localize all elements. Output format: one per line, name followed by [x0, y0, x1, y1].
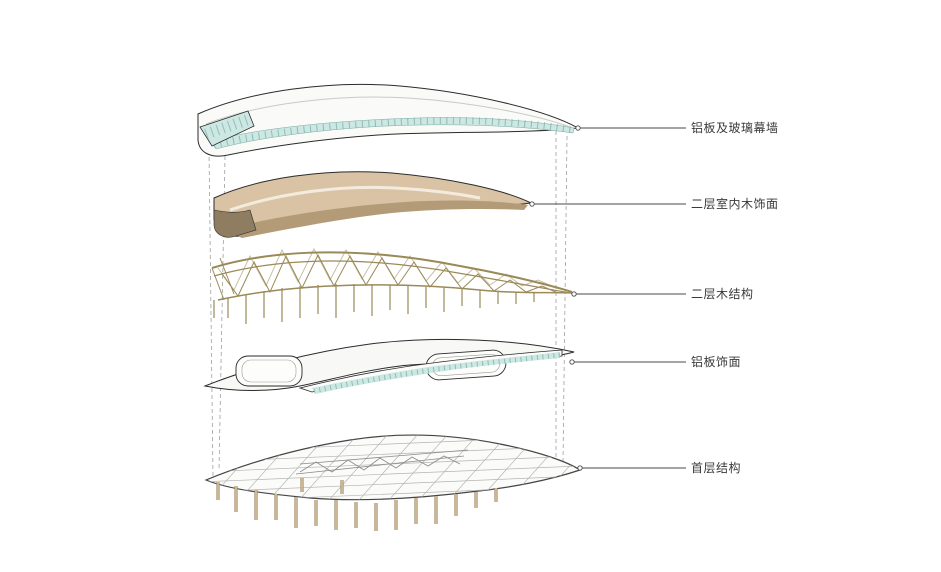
layer-curtain-wall-drawing — [197, 83, 580, 157]
layer-label-ground-structure: 首层结构 — [691, 461, 742, 475]
layer-wood-finish-drawing — [213, 171, 533, 238]
layer-aluminum-deck-drawing — [203, 338, 575, 394]
glass-band — [209, 117, 575, 150]
layer-label-wood-finish: 二层室内木饰面 — [691, 197, 779, 211]
left-courtyard-opening — [235, 355, 303, 387]
layer-label-aluminum-finish: 铝板饰面 — [691, 355, 742, 369]
ground-columns — [216, 478, 498, 531]
layer-timber-structure-drawing — [211, 248, 573, 324]
layer-label-wood-structure: 二层木结构 — [691, 287, 754, 301]
layer-ground-structure-drawing — [204, 434, 582, 531]
leader-lines — [529, 125, 686, 471]
layer-label-curtain-wall: 铝板及玻璃幕墙 — [691, 121, 779, 135]
